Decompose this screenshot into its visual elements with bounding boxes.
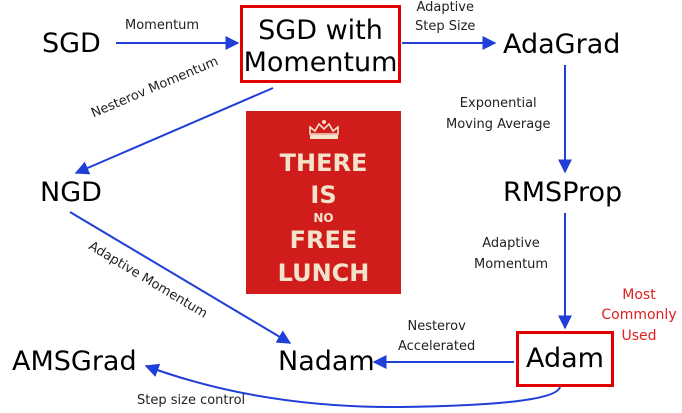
edge-label-adaptive-step-size: Adaptive Step Size — [415, 0, 475, 36]
arrow-momentum-to-ngd — [74, 87, 274, 175]
edge-label-ema-line2: Moving Average — [446, 117, 551, 132]
node-sgd-with-momentum-line1: SGD with — [258, 15, 383, 46]
node-nadam: Nadam — [278, 346, 375, 377]
no-free-lunch-poster: THERE IS NO FREE LUNCH — [246, 111, 401, 294]
edge-label-exponential-moving-average: Exponential Moving Average — [446, 93, 550, 135]
arrow-adam-to-amsgrad — [144, 363, 561, 409]
poster-line-there: THERE — [279, 149, 368, 177]
poster-line-free: FREE — [289, 226, 358, 254]
node-sgd-with-momentum: SGD with Momentum — [240, 5, 401, 83]
crown-icon — [309, 120, 339, 139]
node-sgd: SGD — [42, 28, 101, 59]
edge-label-adaptive-step-size-line1: Adaptive — [416, 0, 474, 15]
note-line3: Used — [621, 327, 657, 344]
node-rmsprop: RMSProp — [503, 177, 623, 208]
arrow-ngd-to-nadam — [69, 211, 292, 344]
edge-label-adaptive-momentum-right: Adaptive Momentum — [474, 233, 548, 275]
edge-label-ema-line1: Exponential — [459, 96, 537, 111]
edge-label-adaptive-momentum-right-line1: Adaptive — [482, 236, 540, 251]
node-adagrad: AdaGrad — [503, 29, 621, 60]
poster-line-is: IS — [310, 181, 337, 209]
edge-label-nesterov-accelerated: Nesterov Accelerated — [398, 317, 475, 357]
node-sgd-with-momentum-line2: Momentum — [243, 47, 398, 78]
edge-label-adaptive-step-size-line2: Step Size — [415, 19, 476, 34]
edge-label-momentum: Momentum — [125, 18, 200, 33]
most-commonly-used-note: Most Commonly Used — [596, 285, 682, 346]
edge-label-adaptive-momentum-right-line2: Momentum — [474, 257, 549, 272]
edge-label-nesterov-accelerated-line1: Nesterov — [407, 319, 466, 334]
node-amsgrad: AMSGrad — [12, 346, 137, 377]
note-line2: Commonly — [601, 307, 677, 324]
poster-line-no: NO — [313, 211, 334, 225]
edge-label-step-size-control: Step size control — [137, 393, 246, 408]
node-ngd: NGD — [40, 177, 102, 208]
edge-label-nesterov-accelerated-line2: Accelerated — [398, 339, 476, 354]
node-adam: Adam — [516, 331, 614, 387]
poster-line-lunch: LUNCH — [277, 259, 370, 287]
note-line1: Most — [622, 287, 656, 303]
